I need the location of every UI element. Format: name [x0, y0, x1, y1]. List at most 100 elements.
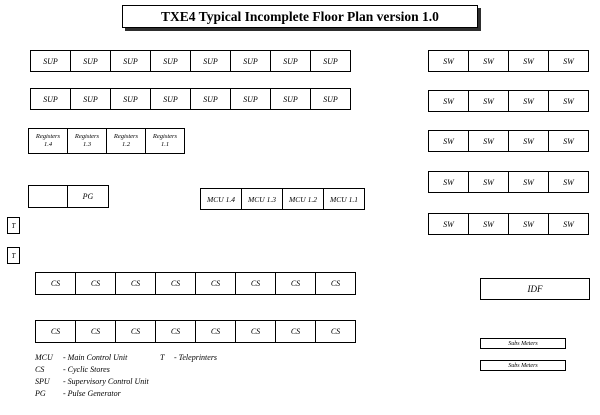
sup-box: SUP [310, 50, 351, 72]
sw-box: SW [548, 130, 589, 152]
legend-abbr: PG [35, 388, 46, 398]
legend-desc: - Cyclic Stores [63, 364, 110, 374]
register-line2: 1.3 [82, 141, 92, 148]
sw-box: SW [468, 130, 509, 152]
cs-box: CS [195, 272, 236, 295]
sup-box: SUP [270, 50, 311, 72]
sup-box: SUP [30, 88, 71, 110]
cs-box: CS [315, 272, 356, 295]
sup-box: SUP [110, 50, 151, 72]
register-line1: Registers [113, 133, 139, 140]
t-box: T [7, 247, 20, 264]
legend-desc: - Teleprinters [174, 352, 218, 362]
sw-box: SW [428, 90, 469, 112]
cs-box: CS [275, 272, 316, 295]
sw-box: SW [548, 171, 589, 193]
sw-box: SW [548, 50, 589, 72]
sw-row-1: SW SW SW SW [428, 50, 589, 72]
sw-row-4: SW SW SW SW [428, 171, 589, 193]
sup-box: SUP [150, 50, 191, 72]
cs-row-2: CS CS CS CS CS CS CS CS [35, 320, 356, 343]
register-box: Registers 1.3 [67, 128, 107, 154]
mcu-box: MCU 1.3 [241, 188, 283, 210]
sup-box: SUP [110, 88, 151, 110]
cs-box: CS [275, 320, 316, 343]
sw-box: SW [428, 130, 469, 152]
sup-box: SUP [150, 88, 191, 110]
diagram-title: TXE4 Typical Incomplete Floor Plan versi… [122, 5, 478, 28]
sw-box: SW [508, 50, 549, 72]
cs-box: CS [235, 272, 276, 295]
cs-box: CS [35, 320, 76, 343]
sw-box: SW [468, 90, 509, 112]
sw-row-2: SW SW SW SW [428, 90, 589, 112]
blank-box [28, 185, 68, 208]
sup-row-1: SUP SUP SUP SUP SUP SUP SUP SUP [30, 50, 351, 72]
register-line1: Registers [152, 133, 178, 140]
legend-item-mcu: MCU - Main Control Unit [35, 351, 149, 363]
sup-box: SUP [190, 50, 231, 72]
mcu-box: MCU 1.4 [200, 188, 242, 210]
idf-box: IDF [480, 278, 590, 300]
sw-row-3: SW SW SW SW [428, 130, 589, 152]
register-line2: 1.4 [43, 141, 53, 148]
legend-desc: - Pulse Generator [63, 388, 121, 398]
t-box: T [7, 217, 20, 234]
sup-box: SUP [70, 88, 111, 110]
mcu-row: MCU 1.4 MCU 1.3 MCU 1.2 MCU 1.1 [200, 188, 365, 210]
legend-item-pg: PG - Pulse Generator [35, 387, 149, 399]
legend-item-t: T - Teleprinters [160, 351, 217, 363]
register-line1: Registers [74, 133, 100, 140]
mcu-box: MCU 1.2 [282, 188, 324, 210]
sup-box: SUP [270, 88, 311, 110]
cs-box: CS [115, 272, 156, 295]
legend-abbr: SPU [35, 376, 50, 386]
sw-box: SW [428, 50, 469, 72]
cs-box: CS [315, 320, 356, 343]
sup-box: SUP [70, 50, 111, 72]
cs-box: CS [75, 320, 116, 343]
cs-box: CS [115, 320, 156, 343]
sw-box: SW [468, 50, 509, 72]
register-box: Registers 1.1 [145, 128, 185, 154]
sw-box: SW [548, 90, 589, 112]
cs-box: CS [155, 272, 196, 295]
cs-box: CS [75, 272, 116, 295]
sw-box: SW [508, 90, 549, 112]
cs-box: CS [235, 320, 276, 343]
legend-abbr: CS [35, 364, 45, 374]
register-box: Registers 1.4 [28, 128, 68, 154]
mcu-box: MCU 1.1 [323, 188, 365, 210]
sw-box: SW [428, 171, 469, 193]
sup-box: SUP [190, 88, 231, 110]
sup-row-2: SUP SUP SUP SUP SUP SUP SUP SUP [30, 88, 351, 110]
registers-row: Registers 1.4 Registers 1.3 Registers 1.… [28, 128, 185, 154]
register-box: Registers 1.2 [106, 128, 146, 154]
cs-box: CS [155, 320, 196, 343]
legend-desc: - Supervisory Control Unit [63, 376, 149, 386]
sup-box: SUP [230, 88, 271, 110]
sw-row-5: SW SW SW SW [428, 213, 589, 235]
cs-row-1: CS CS CS CS CS CS CS CS [35, 272, 356, 295]
legend-abbr: MCU [35, 352, 53, 362]
legend-item-cs: CS - Cyclic Stores [35, 363, 149, 375]
pg-box: PG [67, 185, 109, 208]
register-line2: 1.2 [121, 141, 131, 148]
sup-box: SUP [30, 50, 71, 72]
pg-row: PG [28, 185, 109, 208]
legend-desc: - Main Control Unit [63, 352, 128, 362]
sw-box: SW [428, 213, 469, 235]
legend-item-spu: SPU - Supervisory Control Unit [35, 375, 149, 387]
sw-box: SW [548, 213, 589, 235]
sw-box: SW [468, 213, 509, 235]
cs-box: CS [195, 320, 236, 343]
sw-box: SW [508, 171, 549, 193]
subs-meters-bar: Subs Meters [480, 338, 566, 349]
register-line1: Registers [35, 133, 61, 140]
sw-box: SW [468, 171, 509, 193]
register-line2: 1.1 [160, 141, 170, 148]
sw-box: SW [508, 213, 549, 235]
subs-meters-bar: Subs Meters [480, 360, 566, 371]
legend: MCU - Main Control Unit CS - Cyclic Stor… [35, 351, 149, 399]
